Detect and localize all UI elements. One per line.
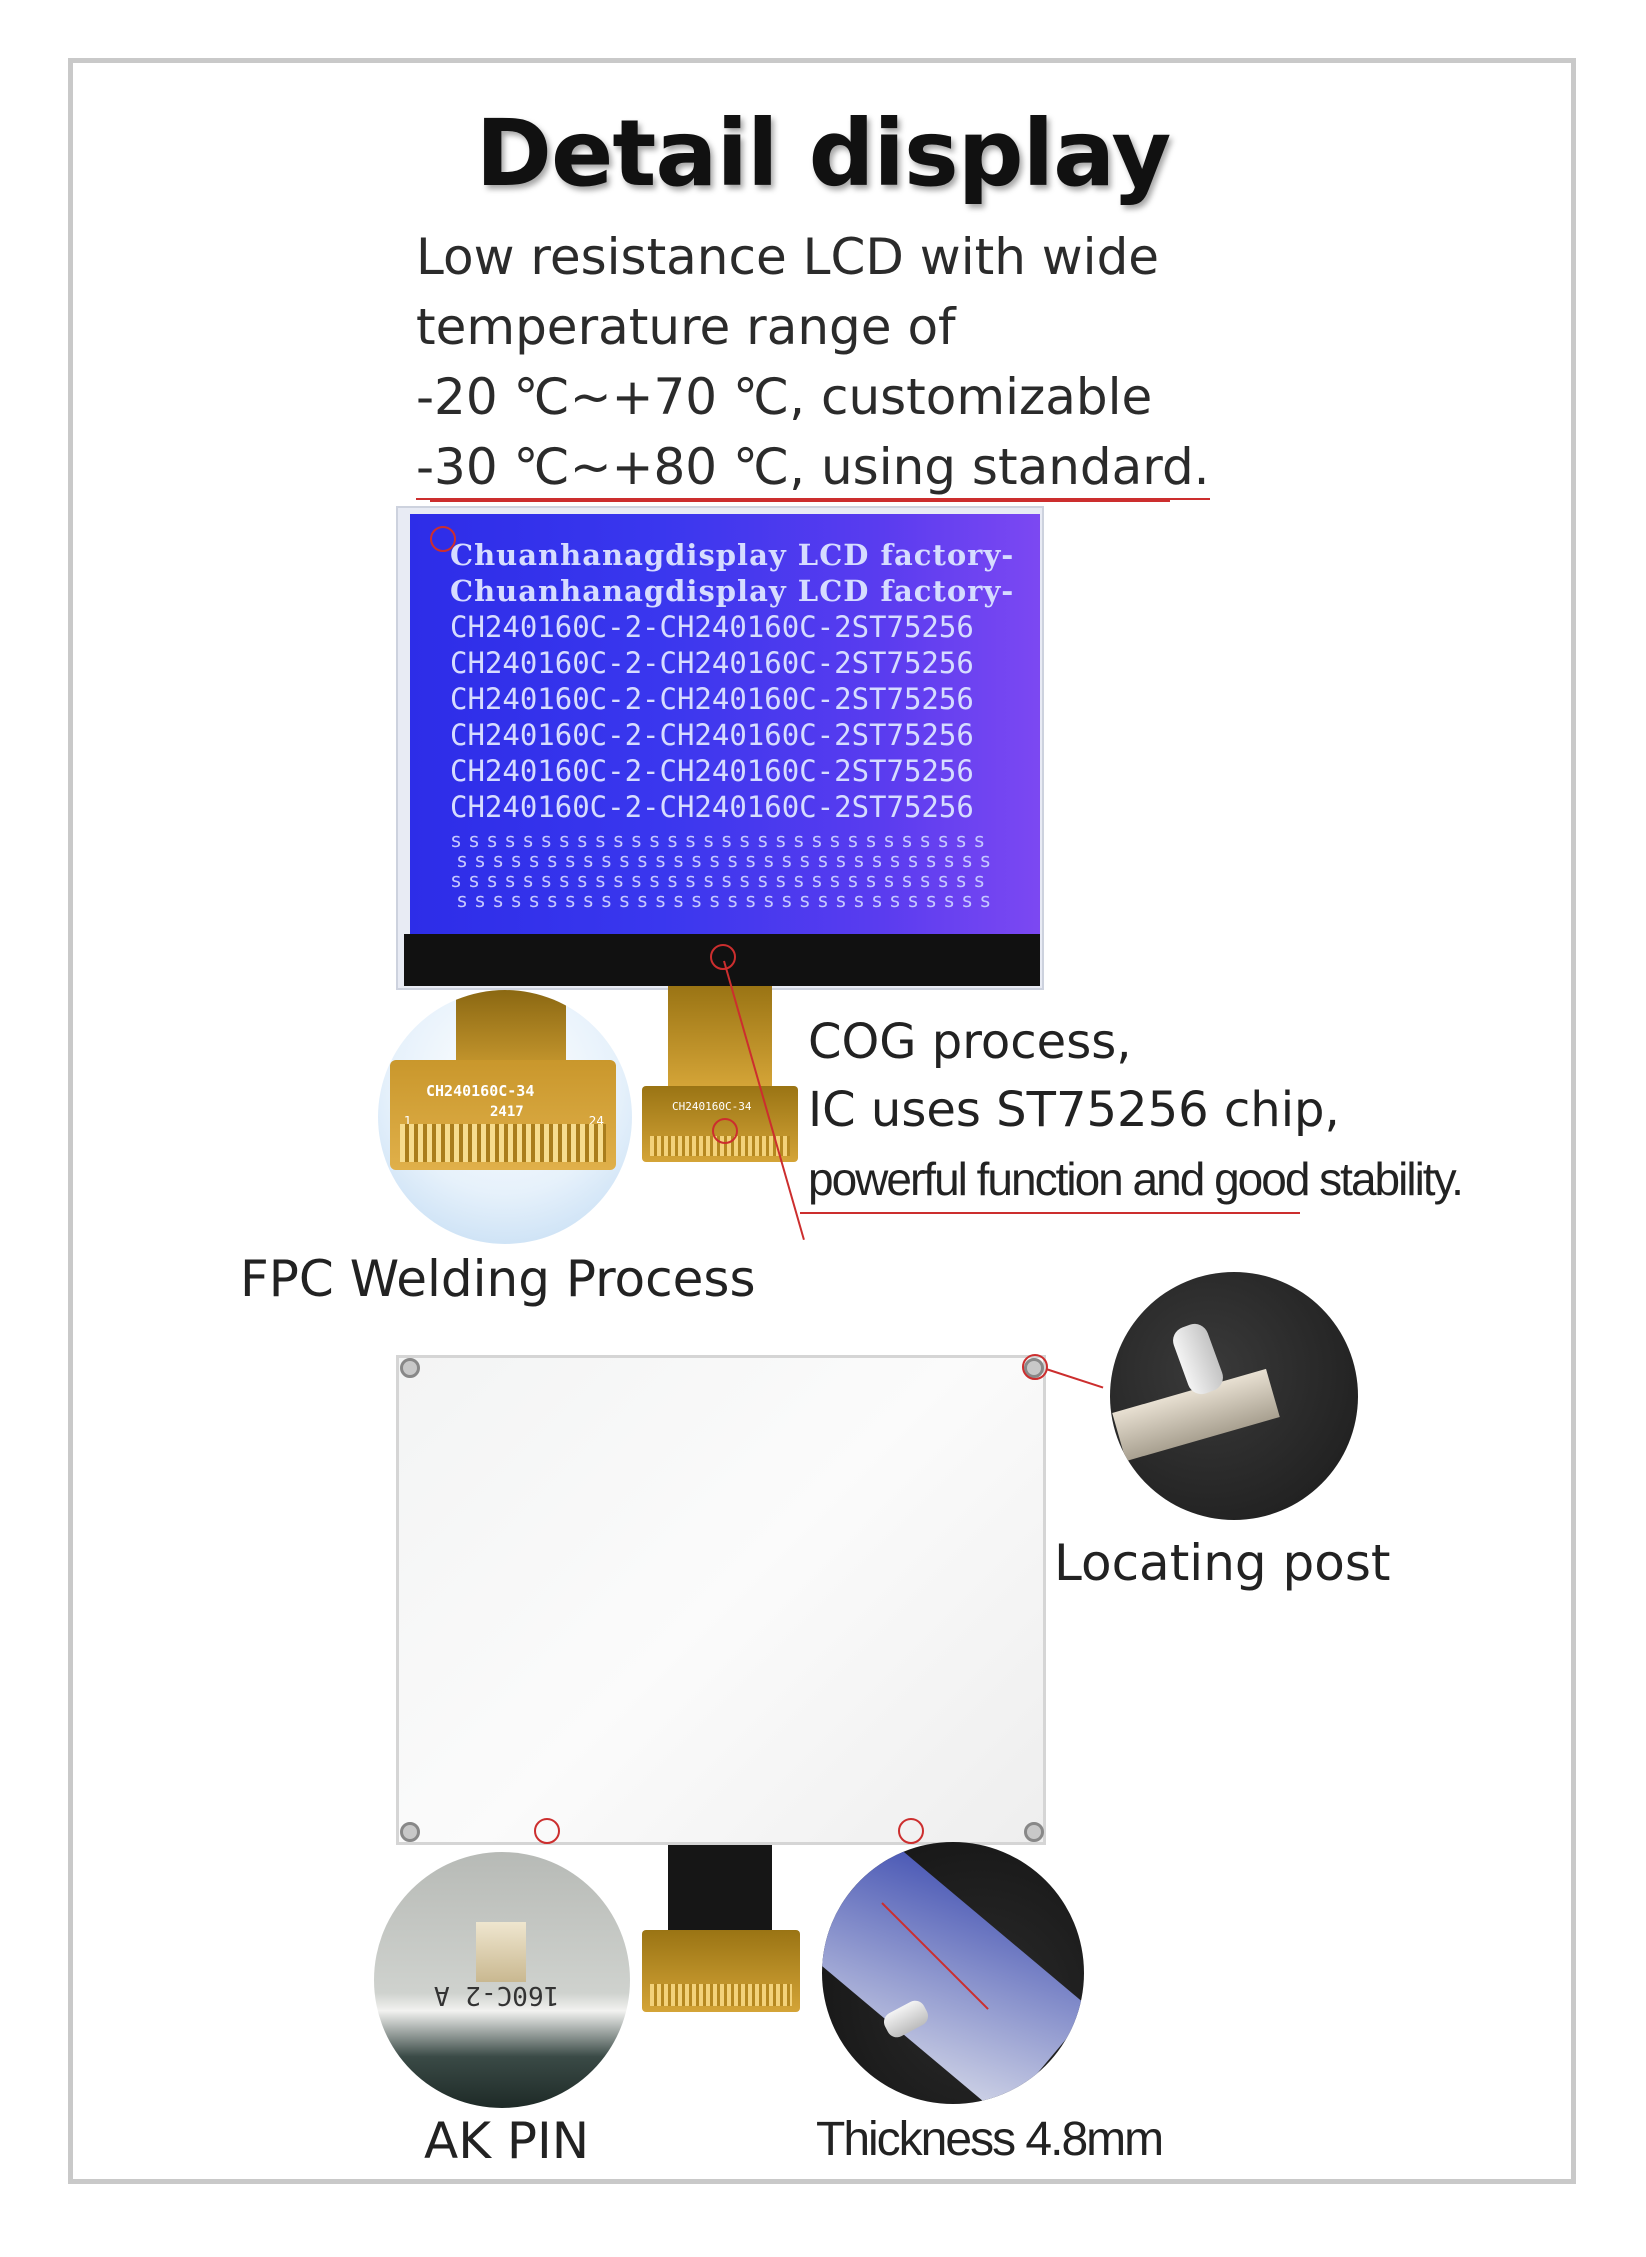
callout-marker — [1022, 1354, 1048, 1380]
callout-line — [430, 500, 1170, 502]
callout-marker — [430, 526, 456, 552]
ak-pin-lens: 160C-2 A — [374, 1852, 630, 2108]
fpc-zoom-label: CH240160C-34 — [426, 1082, 535, 1100]
callout-marker — [898, 1818, 924, 1844]
ak-pin-tab — [476, 1922, 526, 1982]
fpc-zoom-pins — [400, 1124, 606, 1162]
fpc-pins — [650, 1136, 790, 1156]
thickness-lens — [822, 1842, 1084, 2104]
ak-pin-caption: AK PIN — [424, 2112, 590, 2170]
cog-line: powerful function and good stability. — [808, 1153, 1464, 1205]
lcd-s-row: ssssssssssssssssssssssssssssss — [450, 828, 992, 852]
lcd-screen: Chuanhanagdisplay LCD factory- Chuanhana… — [410, 514, 1040, 938]
corner-screw — [400, 1358, 420, 1378]
corner-screw — [400, 1822, 420, 1842]
lcd-text-row: Chuanhanagdisplay LCD factory- — [450, 574, 1015, 608]
page-frame — [68, 58, 1576, 2184]
lcd-text-row: CH240160C-2-CH240160C-2ST75256 — [450, 754, 974, 788]
lcd-text-row: CH240160C-2-CH240160C-2ST75256 — [450, 646, 974, 680]
fpc-caption: FPC Welding Process — [240, 1250, 756, 1308]
intro-line: temperature range of — [416, 298, 956, 356]
callout-marker — [534, 1818, 560, 1844]
fpc-pin-start: 1 — [404, 1114, 412, 1128]
lcd-text-row: Chuanhanagdisplay LCD factory- — [450, 538, 1015, 572]
lcd-text-row: CH240160C-2-CH240160C-2ST75256 — [450, 718, 974, 752]
cog-line: IC uses ST75256 chip, — [808, 1082, 1340, 1138]
fpc-back-pins — [650, 1984, 792, 2006]
corner-screw — [1024, 1822, 1044, 1842]
lcd-s-row: ssssssssssssssssssssssssssssss — [450, 868, 992, 892]
fpc-back-connector — [642, 1930, 800, 2012]
ak-pin-lens-text: 160C-2 A — [434, 1980, 560, 2010]
fpc-zoom-ribbon — [456, 990, 566, 1070]
fpc-back-ribbon — [668, 1845, 772, 1935]
lcd-s-row: ssssssssssssssssssssssssssssss — [456, 848, 998, 872]
intro-line: -20 ℃~+70 ℃, customizable — [416, 368, 1153, 426]
fpc-zoom-date: 2417 — [490, 1104, 524, 1120]
intro-line: -30 ℃~+80 ℃, using standard. — [416, 436, 1210, 500]
lcd-text-row: CH240160C-2-CH240160C-2ST75256 — [450, 790, 974, 824]
page-title: Detail display — [475, 100, 1172, 207]
fpc-zoom-lens: CH240160C-34 2417 1 24 — [378, 990, 632, 1244]
callout-line — [800, 1212, 1300, 1214]
lcd-text-row: CH240160C-2-CH240160C-2ST75256 — [450, 682, 974, 716]
fpc-zoom-board: CH240160C-34 2417 1 24 — [390, 1060, 616, 1170]
lcd-s-row: ssssssssssssssssssssssssssssss — [456, 888, 998, 912]
locating-post-caption: Locating post — [1054, 1534, 1391, 1592]
callout-marker — [710, 944, 736, 970]
lcd-back-panel — [396, 1355, 1046, 1845]
intro-line: Low resistance LCD with wide — [416, 228, 1160, 286]
cog-line: COG process, — [808, 1014, 1132, 1070]
lcd-text-row: CH240160C-2-CH240160C-2ST75256 — [450, 610, 974, 644]
callout-marker — [712, 1118, 738, 1144]
fpc-label: CH240160C-34 — [672, 1100, 752, 1113]
thickness-caption: Thickness 4.8mm — [816, 2113, 1164, 2166]
intro-text: Low resistance LCD with wide temperature… — [416, 222, 1210, 502]
locating-post-lens — [1110, 1272, 1358, 1520]
locating-post-pin — [1169, 1319, 1227, 1399]
